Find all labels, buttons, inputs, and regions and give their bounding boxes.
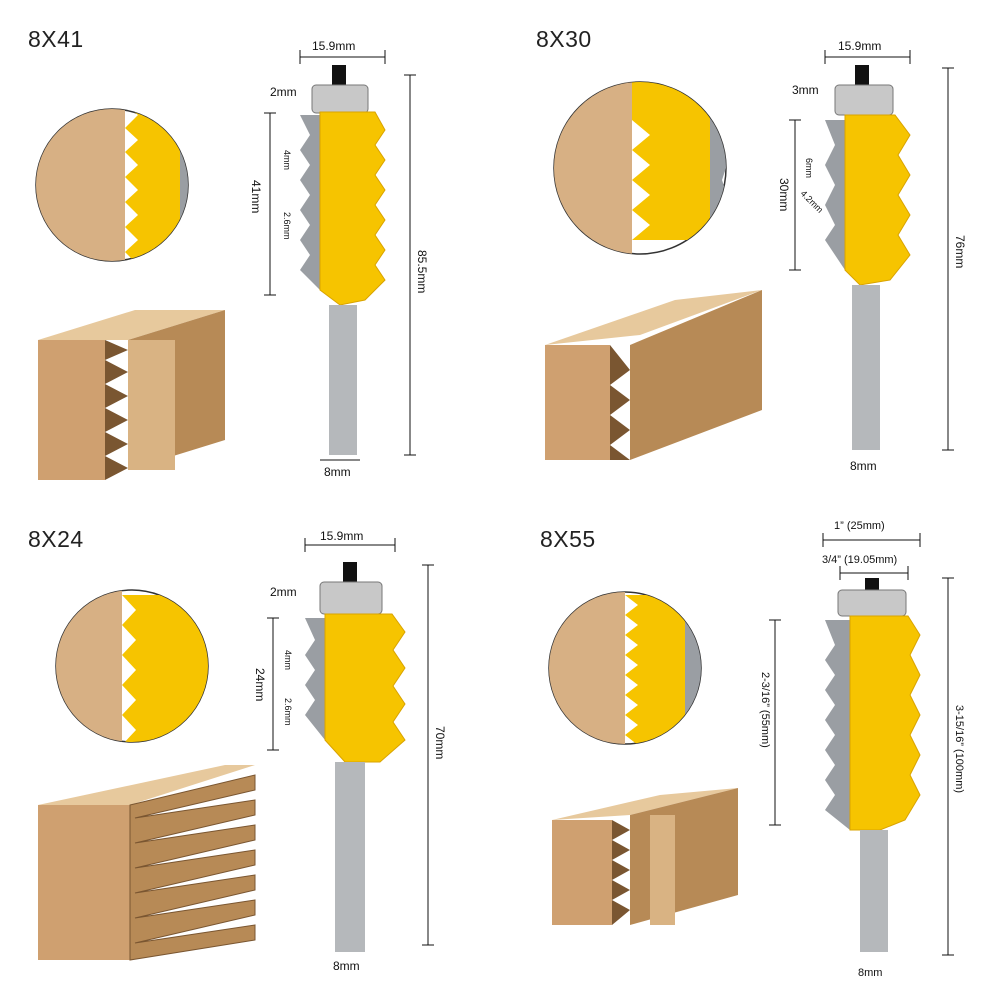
tooth-small-dimension: 2.6mm — [282, 212, 292, 240]
overall-dimension: 3-15/16” (100mm) — [953, 705, 965, 793]
wood-joint-icon — [38, 765, 256, 961]
router-bit-icon — [825, 65, 911, 450]
zoom-circle-icon — [548, 591, 702, 745]
profile-dimension: 2-3/16” (55mm) — [759, 672, 771, 748]
panel-8x41: 8X41 — [0, 0, 500, 500]
dimension-lines — [267, 538, 434, 946]
profile-dimension: 41mm — [249, 180, 263, 213]
dimension-lines — [769, 533, 954, 956]
shank-dimension: 8mm — [850, 459, 877, 473]
width-dimension: 15.9mm — [320, 529, 363, 543]
overall-dimension: 70mm — [433, 726, 447, 759]
bearing-dimension: 2mm — [270, 585, 297, 599]
dimension-lines — [789, 50, 954, 451]
wood-joint-icon — [545, 290, 762, 460]
panel-8x24: 8X24 — [0, 500, 500, 1000]
router-bit-diagram: 15.9mm 2mm 24mm 4mm 2.6mm 70mm 8mm — [38, 529, 447, 973]
tooth-dimension: 4mm — [282, 150, 292, 170]
dimension-lines — [264, 50, 416, 461]
router-bit-diagram: 1” (25mm) 3/4” (19.05mm) 2-3/16” (55mm) … — [548, 520, 965, 979]
panel-8x30: 8X30 — [500, 0, 1000, 500]
panel-title: 8X24 — [28, 526, 84, 552]
zoom-circle-icon — [553, 81, 727, 255]
router-bit-diagram: 15.9mm 3mm 30mm 6mm 4.2mm 76mm 8mm — [545, 39, 967, 473]
width-dimension-2: 3/4” (19.05mm) — [822, 554, 897, 566]
width-dimension: 15.9mm — [312, 39, 355, 53]
wood-joint-icon — [38, 310, 225, 480]
shank-dimension: 8mm — [333, 959, 360, 973]
zoom-circle-icon — [35, 108, 189, 262]
router-bit-icon — [300, 65, 386, 455]
tooth-dimension: 4mm — [283, 650, 293, 670]
zoom-circle-icon — [55, 589, 209, 743]
tooth-small-dimension: 2.6mm — [283, 698, 293, 726]
width-dimension-1: 1” (25mm) — [834, 520, 885, 532]
overall-dimension: 85.5mm — [415, 250, 429, 293]
tooth-dimension: 6mm — [804, 158, 814, 178]
wood-joint-icon — [552, 788, 738, 925]
bearing-dimension: 3mm — [792, 83, 819, 97]
tooth-small-dimension: 4.2mm — [799, 188, 826, 215]
router-bit-icon — [825, 578, 921, 952]
panel-title: 8X55 — [540, 526, 596, 552]
shank-dimension: 8mm — [858, 967, 882, 979]
panel-8x55: 8X55 — [500, 500, 1000, 1000]
overall-dimension: 76mm — [953, 235, 967, 268]
profile-dimension: 30mm — [777, 178, 791, 211]
panel-title: 8X30 — [536, 26, 592, 52]
router-bit-icon — [305, 562, 406, 952]
router-bit-diagram: 15.9mm 2mm 41mm 4mm 2.6mm 85.5mm 8mm — [35, 39, 429, 480]
bearing-dimension: 2mm — [270, 85, 297, 99]
panel-title: 8X41 — [28, 26, 84, 52]
shank-dimension: 8mm — [324, 465, 351, 479]
width-dimension: 15.9mm — [838, 39, 881, 53]
profile-dimension: 24mm — [253, 668, 267, 701]
